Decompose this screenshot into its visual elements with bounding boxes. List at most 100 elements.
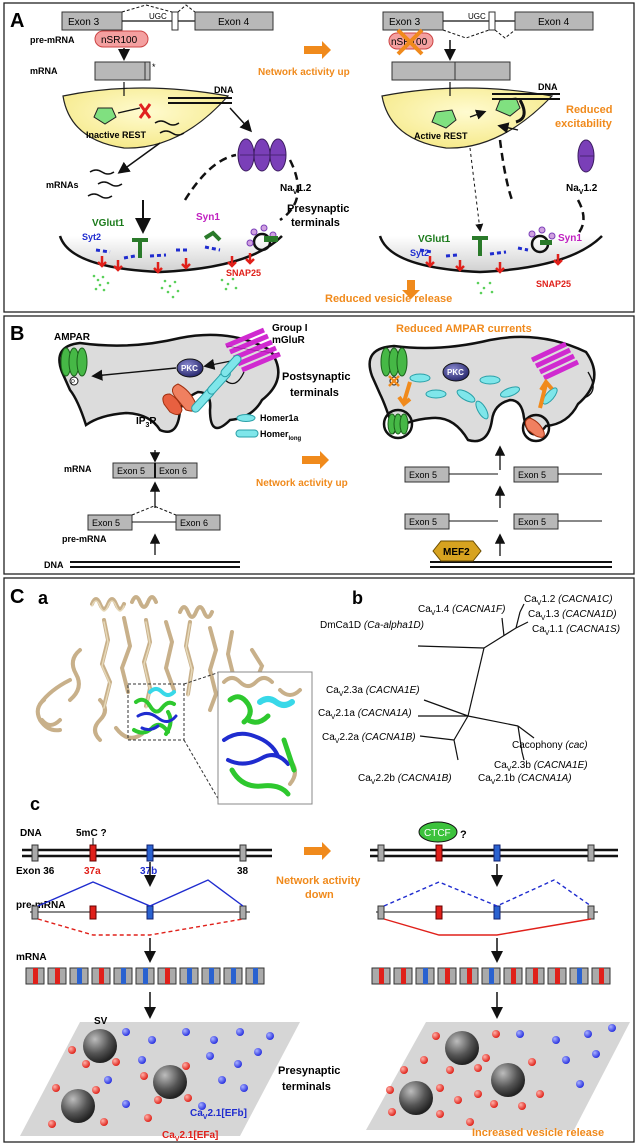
pkc-label-right: PKC xyxy=(447,368,464,377)
inactive-rest-label: Inactive REST xyxy=(86,130,147,140)
ampar-label-left: AMPAR xyxy=(54,332,91,343)
presynaptic-label-c1: Presynaptic xyxy=(278,1065,340,1077)
panel-a: A Exon 3 UGC Exon 4 pre-mRNA nSR100 mRNA… xyxy=(3,2,635,313)
ctcf-shape xyxy=(418,821,458,843)
panel-c-sub-b: b xyxy=(352,588,363,608)
exon5-mrna-left: Exon 5 xyxy=(117,466,145,476)
active-rest-label: Active REST xyxy=(414,131,468,141)
tree-label-cav11: CaV1.1 (CACNA1S) xyxy=(532,624,620,637)
pkc-left xyxy=(176,358,204,378)
pre-mrna-left-c xyxy=(30,879,250,936)
mrna-row-right xyxy=(371,967,611,985)
nav-label-right: NaV1.2 xyxy=(566,183,598,196)
exon4-label: Exon 4 xyxy=(218,17,250,28)
network-down-arrow xyxy=(304,842,331,860)
reduced-vesicle-label: Reduced vesicle release xyxy=(325,293,452,305)
dna-left-c xyxy=(22,838,272,862)
exon5-r1: Exon 5 xyxy=(409,470,437,480)
mef2-label: MEF2 xyxy=(443,547,470,558)
fivemc-label: 5mC ? xyxy=(76,828,107,839)
mrna-label-c: mRNA xyxy=(16,952,47,963)
network-up-arrow-a xyxy=(304,41,331,59)
nav-channel-left: NaV1.2 xyxy=(237,138,312,196)
group1-label-1: Group I xyxy=(272,323,308,334)
network-up-label-b: Network activity up xyxy=(256,478,348,489)
homerlong-label: Homerlong xyxy=(260,429,302,442)
dna-label-right: DNA xyxy=(538,82,558,92)
membrane-right xyxy=(366,1022,630,1130)
phylogenetic-tree xyxy=(417,603,535,761)
pre-mrna-right-c xyxy=(376,879,598,936)
exon5-r4: Exon 5 xyxy=(518,517,546,527)
panel-c-label: C xyxy=(10,586,24,608)
channel-protein-structure xyxy=(35,595,265,742)
increased-vesicle-label: Increased vesicle release xyxy=(472,1127,604,1139)
exon38-label: 38 xyxy=(237,866,249,877)
tree-labels: CaV1.4 (CACNA1F) CaV1.2 (CACNA1C) CaV1.3… xyxy=(318,594,620,786)
reduced-excitability-2: excitability xyxy=(555,118,613,130)
vglut1-label-left: VGlut1 xyxy=(92,218,125,229)
tree-label-cav23b: CaV2.3b (CACNA1E) xyxy=(494,760,588,773)
mrnas-label: mRNAs xyxy=(46,180,79,190)
panel-c: C a b c xyxy=(3,577,635,1143)
pre-mrna-label: pre-mRNA xyxy=(30,35,75,45)
ugc-label-right: UGC xyxy=(468,12,486,21)
p-label: P xyxy=(71,380,75,386)
sv-label: SV xyxy=(94,1016,108,1027)
dna-label-b: DNA xyxy=(44,560,64,570)
presynaptic-label-a2: terminals xyxy=(291,217,340,229)
homer1a-right xyxy=(409,373,558,420)
tree-label-dmca1d: DmCa1D (Ca-alpha1D) xyxy=(320,620,424,631)
exon3-label: Exon 3 xyxy=(68,17,100,28)
snap25-label-left: SNAP25 xyxy=(226,268,261,278)
left-presynaptic-terminal: VGlut1 Syt2 Syn1 SNAP25 xyxy=(58,212,283,299)
nsr100-label: nSR100 xyxy=(101,35,138,46)
zoom-inset xyxy=(217,671,313,805)
mglur-right xyxy=(530,341,580,381)
panel-b-label: B xyxy=(10,323,24,345)
panel-b: B P AMPAR PKC Group I mGluR IP3R xyxy=(3,315,635,575)
exon37a-label: 37a xyxy=(84,866,101,877)
reduced-ampar-label: Reduced AMPAR currents xyxy=(396,323,532,335)
pre-mrna-label-b: pre-mRNA xyxy=(62,534,107,544)
exon6-pre-left: Exon 6 xyxy=(180,518,208,528)
syn1-label-left: Syn1 xyxy=(196,212,220,223)
ip3r-endocytosed xyxy=(521,413,551,443)
panel-c-sub-c: c xyxy=(30,794,40,814)
ampar-right xyxy=(380,347,408,387)
ctcf-label: CTCF xyxy=(424,828,451,839)
syn1-label-right: Syn1 xyxy=(558,233,582,244)
presynaptic-label-a1: Presynaptic xyxy=(287,203,349,215)
postsynaptic-label-1: Postsynaptic xyxy=(282,371,350,383)
mrna-label-left: mRNA xyxy=(30,66,58,76)
panel-a-label: A xyxy=(10,10,24,32)
tree-label-cav12: CaV1.2 (CACNA1C) xyxy=(524,594,613,607)
tree-label-cav22a: CaV2.2a (CACNA1B) xyxy=(322,732,416,745)
tree-label-cacophony: Cacophony (cac) xyxy=(512,740,588,751)
network-up-label-a: Network activity up xyxy=(258,67,350,78)
exon5-pre-left: Exon 5 xyxy=(92,518,120,528)
vglut1-label-right: VGlut1 xyxy=(418,234,451,245)
dna-label-left: DNA xyxy=(214,85,234,95)
stop-star: * xyxy=(152,62,156,72)
pkc-right xyxy=(442,362,470,382)
dna-label-c: DNA xyxy=(20,828,42,839)
reduced-excitability-1: Reduced xyxy=(566,104,612,116)
presynaptic-label-c2: terminals xyxy=(282,1081,331,1093)
ampar-endocytosed xyxy=(382,408,414,440)
exon37b-label: 37b xyxy=(140,866,157,877)
mrna-label-b: mRNA xyxy=(64,464,92,474)
network-down-label-1: Network activity xyxy=(276,875,361,887)
left-pre-mrna: Exon 3 UGC Exon 4 pre-mRNA nSR100 mRNA * xyxy=(30,4,274,81)
exon3-label-right: Exon 3 xyxy=(389,17,421,28)
panel-c-sub-a: a xyxy=(38,588,49,608)
homer-left xyxy=(191,354,242,413)
tree-label-cav23a: CaV2.3a (CACNA1E) xyxy=(326,685,420,698)
exon6-mrna-left: Exon 6 xyxy=(159,466,187,476)
cav-efa-label: CaV2.1[EFa] xyxy=(162,1130,218,1143)
pkc-label-left: PKC xyxy=(181,364,198,373)
exon4-label-right: Exon 4 xyxy=(538,17,570,28)
ugc-label: UGC xyxy=(149,12,167,21)
right-pre-mrna: Exon 3 UGC Exon 4 nSR100 xyxy=(382,11,594,81)
